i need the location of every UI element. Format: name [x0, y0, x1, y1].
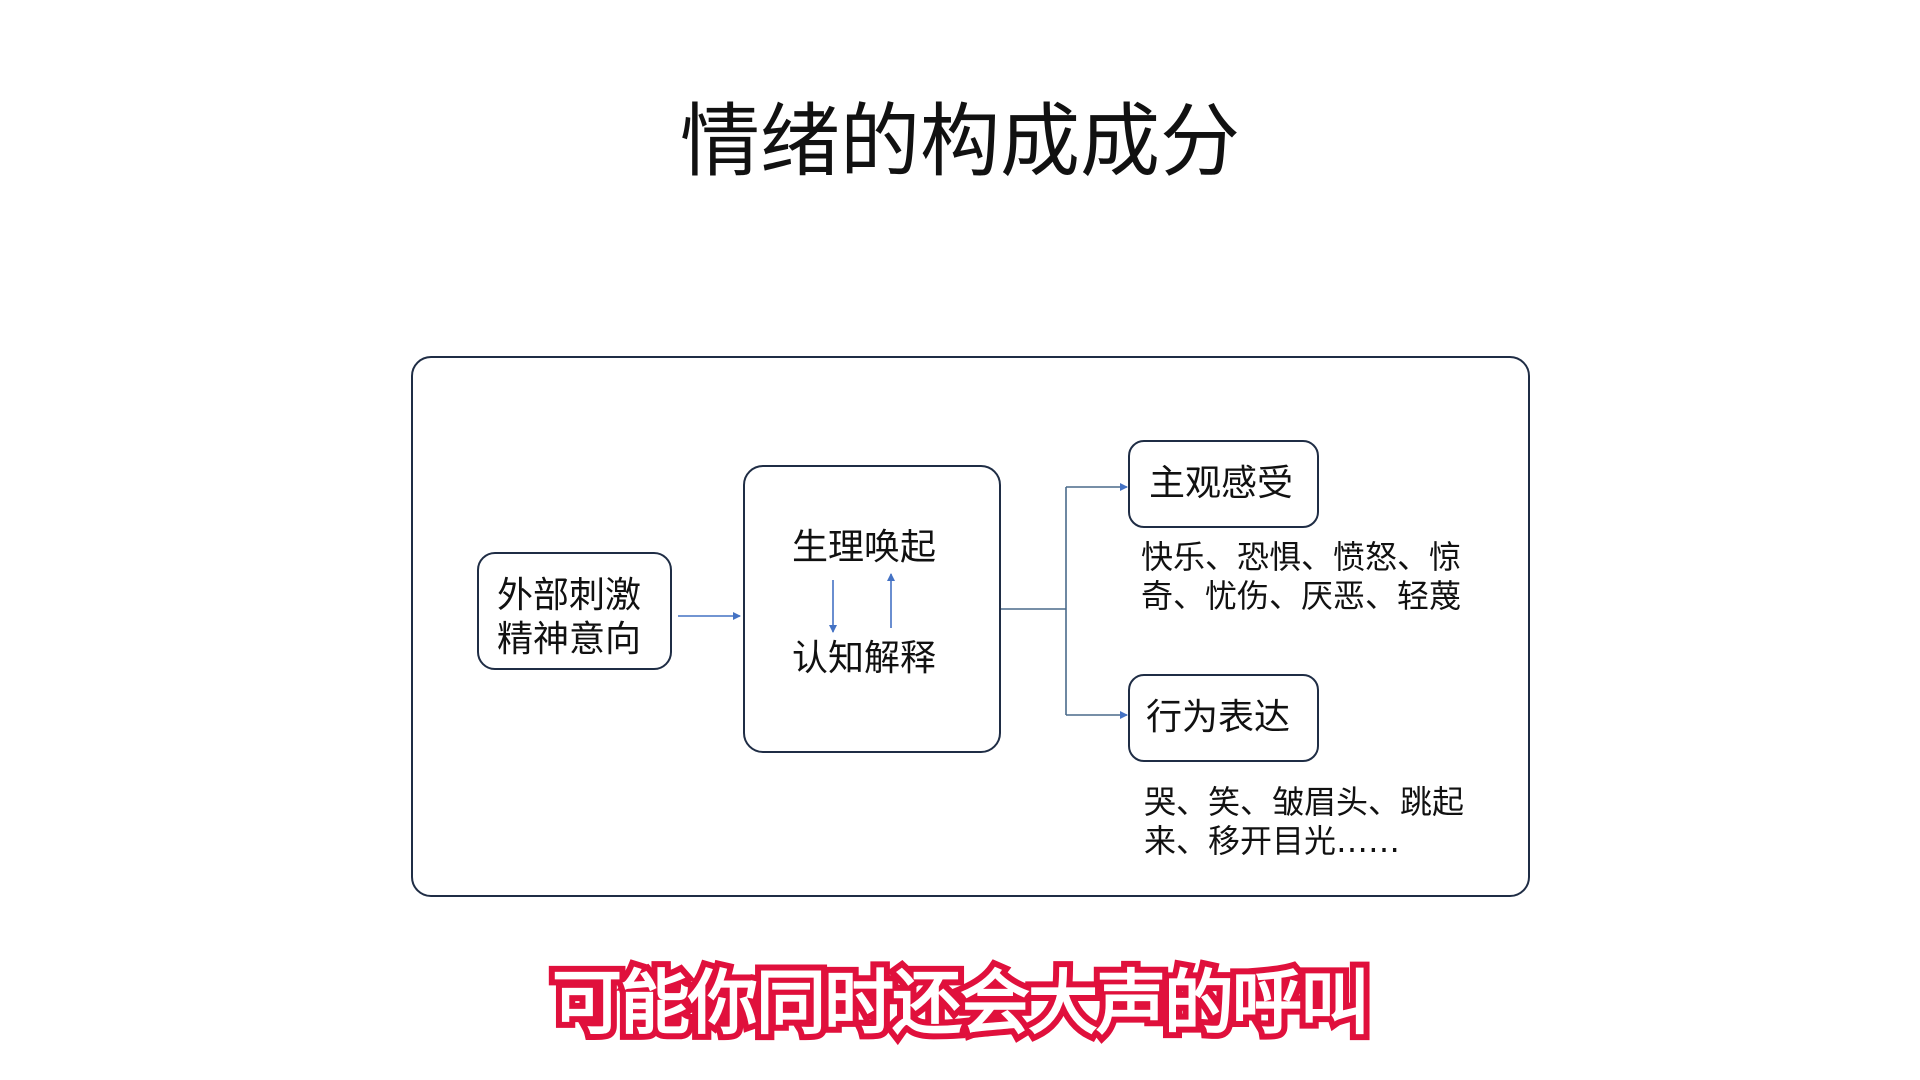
video-subtitle: 可能你同时还会大声的呼叫 [546, 956, 1376, 1050]
subjective-examples-line2: 奇、忧伤、厌恶、轻蔑 [1141, 577, 1462, 615]
slide-title: 情绪的构成成分 [680, 95, 1240, 188]
core-bottom-label: 认知解释 [792, 638, 937, 679]
stimulus-line2: 精神意向 [497, 619, 642, 660]
stimulus-box [477, 552, 672, 670]
behavior-examples-line1: 哭、笑、皱眉头、跳起 [1144, 783, 1465, 821]
behavior-label: 行为表达 [1146, 697, 1291, 738]
stimulus-line1: 外部刺激 [497, 575, 642, 616]
behavior-box [1128, 674, 1319, 762]
core-top-label: 生理唤起 [792, 527, 937, 568]
core-box [743, 465, 1001, 753]
behavior-examples-line2: 来、移开目光…… [1144, 822, 1401, 860]
subjective-label: 主观感受 [1149, 463, 1294, 504]
subjective-examples-line1: 快乐、恐惧、愤怒、惊 [1141, 538, 1462, 576]
subjective-box [1128, 440, 1319, 528]
